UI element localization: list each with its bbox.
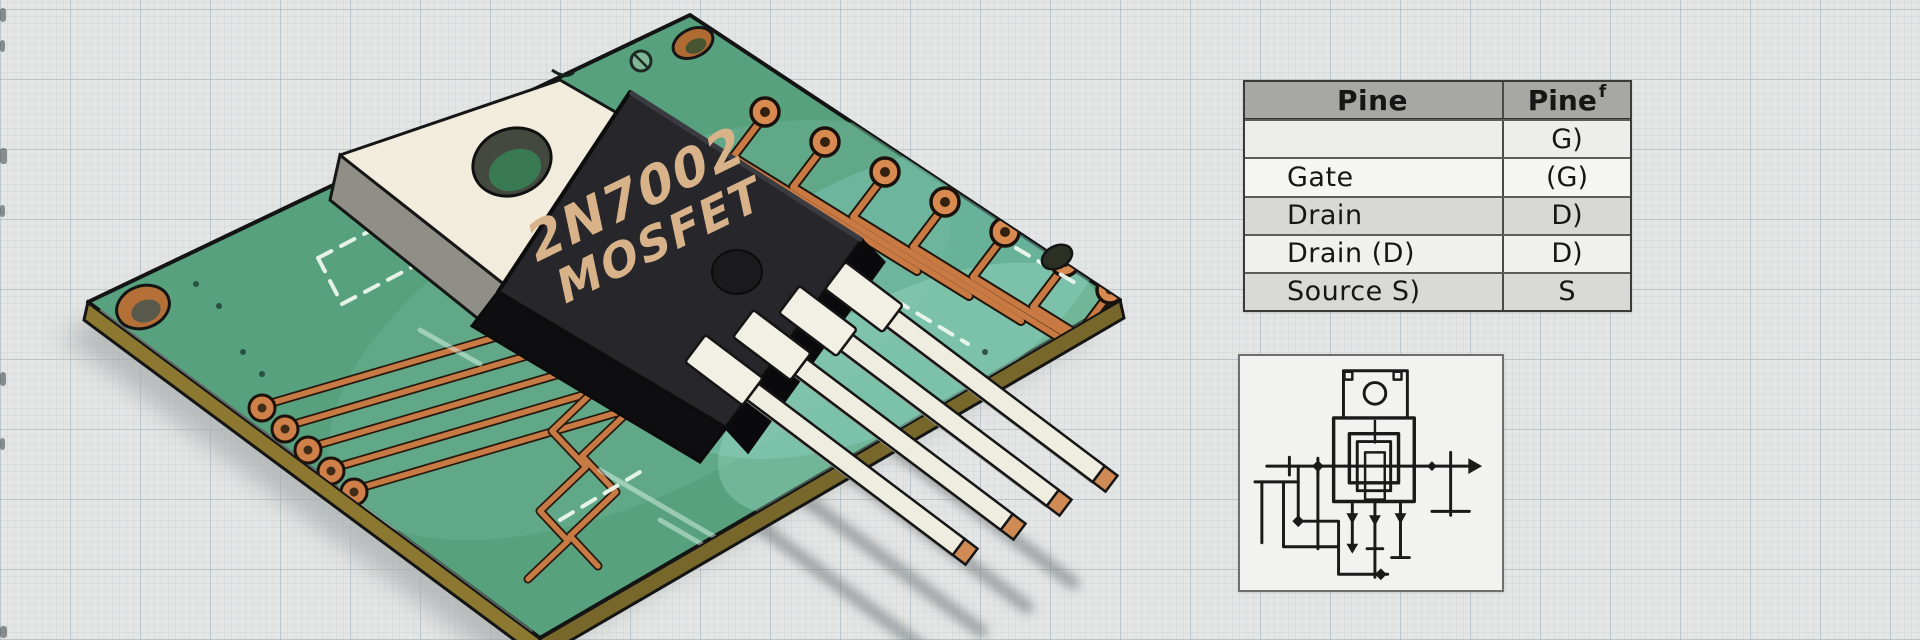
silkscreen-circle-marking (551, 49, 653, 77)
pin-name-cell: Source S) (1245, 273, 1504, 311)
table-row: Drain D) (1245, 195, 1630, 234)
lead-4 (824, 261, 1120, 494)
lead-2 (732, 309, 1028, 542)
package-outline-schematic (1238, 354, 1504, 592)
lead-1 (684, 334, 980, 567)
mounting-hole-left (115, 283, 171, 331)
pin-symbol-cell: D) (1551, 200, 1583, 232)
pin-name-cell: Gate (1245, 159, 1504, 196)
header-pin-text: Pine (1527, 83, 1597, 117)
schematic-drawing (1253, 369, 1483, 581)
pin-symbol-cell: S (1558, 276, 1576, 308)
table-row: Gate (G) (1245, 157, 1630, 196)
package-leads (684, 261, 1120, 567)
pin-symbol-cell: D) (1551, 238, 1583, 270)
lead-3 (778, 285, 1074, 518)
table-row: Drain (D) D) (1245, 233, 1630, 272)
mosfet-package: 2N7002 MOSFET (328, 78, 1120, 567)
body-indent (711, 249, 763, 295)
pin-name-cell (1245, 121, 1504, 158)
copper-traces-left (247, 317, 645, 584)
pin-symbol-cell: (G) (1546, 161, 1588, 193)
pin-symbol-cell: G) (1551, 123, 1583, 155)
pin-name-cell: Drain (D) (1245, 235, 1504, 272)
table-row: Source S) S (1245, 271, 1630, 311)
pin-table-header-name: Pine (1245, 82, 1504, 119)
mounting-hole-right-edge (1040, 243, 1074, 271)
header-name-text: Pine (1336, 83, 1409, 117)
table-row: G) (1245, 119, 1630, 158)
mounting-hole-top-right (671, 26, 715, 60)
pin-name-cell: Drain (1245, 197, 1504, 234)
tab-hole (471, 126, 553, 198)
paper-edge-marks (0, 8, 7, 638)
